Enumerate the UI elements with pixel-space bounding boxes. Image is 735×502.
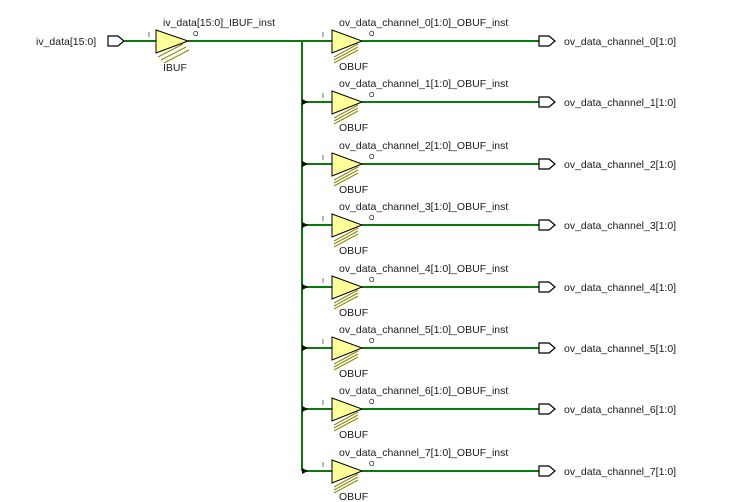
obuf-pin-o: O — [369, 399, 375, 406]
output-port[interactable] — [538, 158, 556, 170]
obuf-buffer-symbol — [331, 459, 364, 484]
obuf-instance-label: ov_data_channel_2[1:0]_OBUF_inst — [339, 140, 508, 152]
obuf-type-label: OBUF — [339, 307, 368, 319]
input-port[interactable] — [107, 35, 125, 47]
output-port[interactable] — [538, 96, 556, 108]
output-port-label: ov_data_channel_3[1:0] — [564, 220, 676, 232]
bus-junction — [302, 468, 308, 474]
output-port[interactable] — [538, 35, 556, 47]
obuf-instance-label: ov_data_channel_6[1:0]_OBUF_inst — [339, 385, 508, 397]
output-port-label: ov_data_channel_2[1:0] — [564, 159, 676, 171]
output-port-label: ov_data_channel_7[1:0] — [564, 466, 676, 478]
obuf-buffer-symbol — [331, 397, 364, 422]
obuf-pin-i: I — [322, 278, 324, 285]
bus-junction — [302, 284, 308, 290]
output-port-label: ov_data_channel_0[1:0] — [564, 36, 676, 48]
bus-junction — [302, 99, 308, 105]
obuf-instance-label: ov_data_channel_5[1:0]_OBUF_inst — [339, 324, 508, 336]
output-port[interactable] — [538, 219, 556, 231]
output-port[interactable] — [538, 403, 556, 415]
obuf-instance-label: ov_data_channel_3[1:0]_OBUF_inst — [339, 201, 508, 213]
obuf-instance-label: ov_data_channel_1[1:0]_OBUF_inst — [339, 78, 508, 90]
obuf-pin-i: I — [322, 93, 324, 100]
obuf-type-label: OBUF — [339, 368, 368, 380]
ibuf-pin-i: I — [148, 32, 150, 39]
obuf-type-label: OBUF — [339, 184, 368, 196]
bus-junction — [302, 161, 308, 167]
ibuf-cell[interactable]: iv_data[15:0]_IBUF_inst I O IBUF — [148, 17, 275, 74]
ibuf-buffer-symbol — [155, 29, 190, 54]
obuf-pin-o: O — [369, 215, 375, 222]
obuf-pin-i: I — [322, 462, 324, 469]
ibuf-pin-o: O — [193, 31, 199, 38]
obuf-buffer-symbol — [331, 90, 364, 115]
obuf-buffer-symbol — [331, 275, 364, 300]
obuf-buffer-symbol — [331, 152, 364, 177]
obuf-pin-o: O — [369, 338, 375, 345]
output-port-label: ov_data_channel_5[1:0] — [564, 343, 676, 355]
obuf-instance-label: ov_data_channel_7[1:0]_OBUF_inst — [339, 447, 508, 459]
bus-junction — [302, 222, 308, 228]
obuf-pin-i: I — [322, 216, 324, 223]
obuf-type-label: OBUF — [339, 61, 368, 73]
ibuf-instance-label: iv_data[15:0]_IBUF_inst — [163, 17, 275, 29]
obuf-pin-i: I — [322, 155, 324, 162]
obuf-pin-o: O — [369, 92, 375, 99]
obuf-buffer-symbol — [331, 213, 364, 238]
ibuf-type-label: IBUF — [163, 62, 187, 74]
obuf-type-label: OBUF — [339, 491, 368, 502]
output-port-label: ov_data_channel_1[1:0] — [564, 97, 676, 109]
obuf-buffer-symbol — [331, 336, 364, 361]
output-port[interactable] — [538, 281, 556, 293]
obuf-type-label: OBUF — [339, 245, 368, 257]
obuf-instance-label: ov_data_channel_0[1:0]_OBUF_inst — [339, 17, 508, 29]
obuf-pin-o: O — [369, 461, 375, 468]
obuf-pin-i: I — [322, 339, 324, 346]
obuf-pin-i: I — [322, 400, 324, 407]
input-port-label: iv_data[15:0] — [36, 36, 96, 48]
obuf-pin-i: I — [322, 32, 324, 39]
obuf-pin-o: O — [369, 277, 375, 284]
bus-junction — [302, 406, 308, 412]
output-port-label: ov_data_channel_4[1:0] — [564, 282, 676, 294]
obuf-pin-o: O — [369, 31, 375, 38]
obuf-type-label: OBUF — [339, 429, 368, 441]
output-port[interactable] — [538, 465, 556, 477]
obuf-type-label: OBUF — [339, 122, 368, 134]
obuf-instance-label: ov_data_channel_4[1:0]_OBUF_inst — [339, 263, 508, 275]
bus-junction — [302, 345, 308, 351]
output-port-label: ov_data_channel_6[1:0] — [564, 404, 676, 416]
obuf-pin-o: O — [369, 154, 375, 161]
obuf-buffer-symbol — [331, 29, 364, 54]
output-port[interactable] — [538, 342, 556, 354]
